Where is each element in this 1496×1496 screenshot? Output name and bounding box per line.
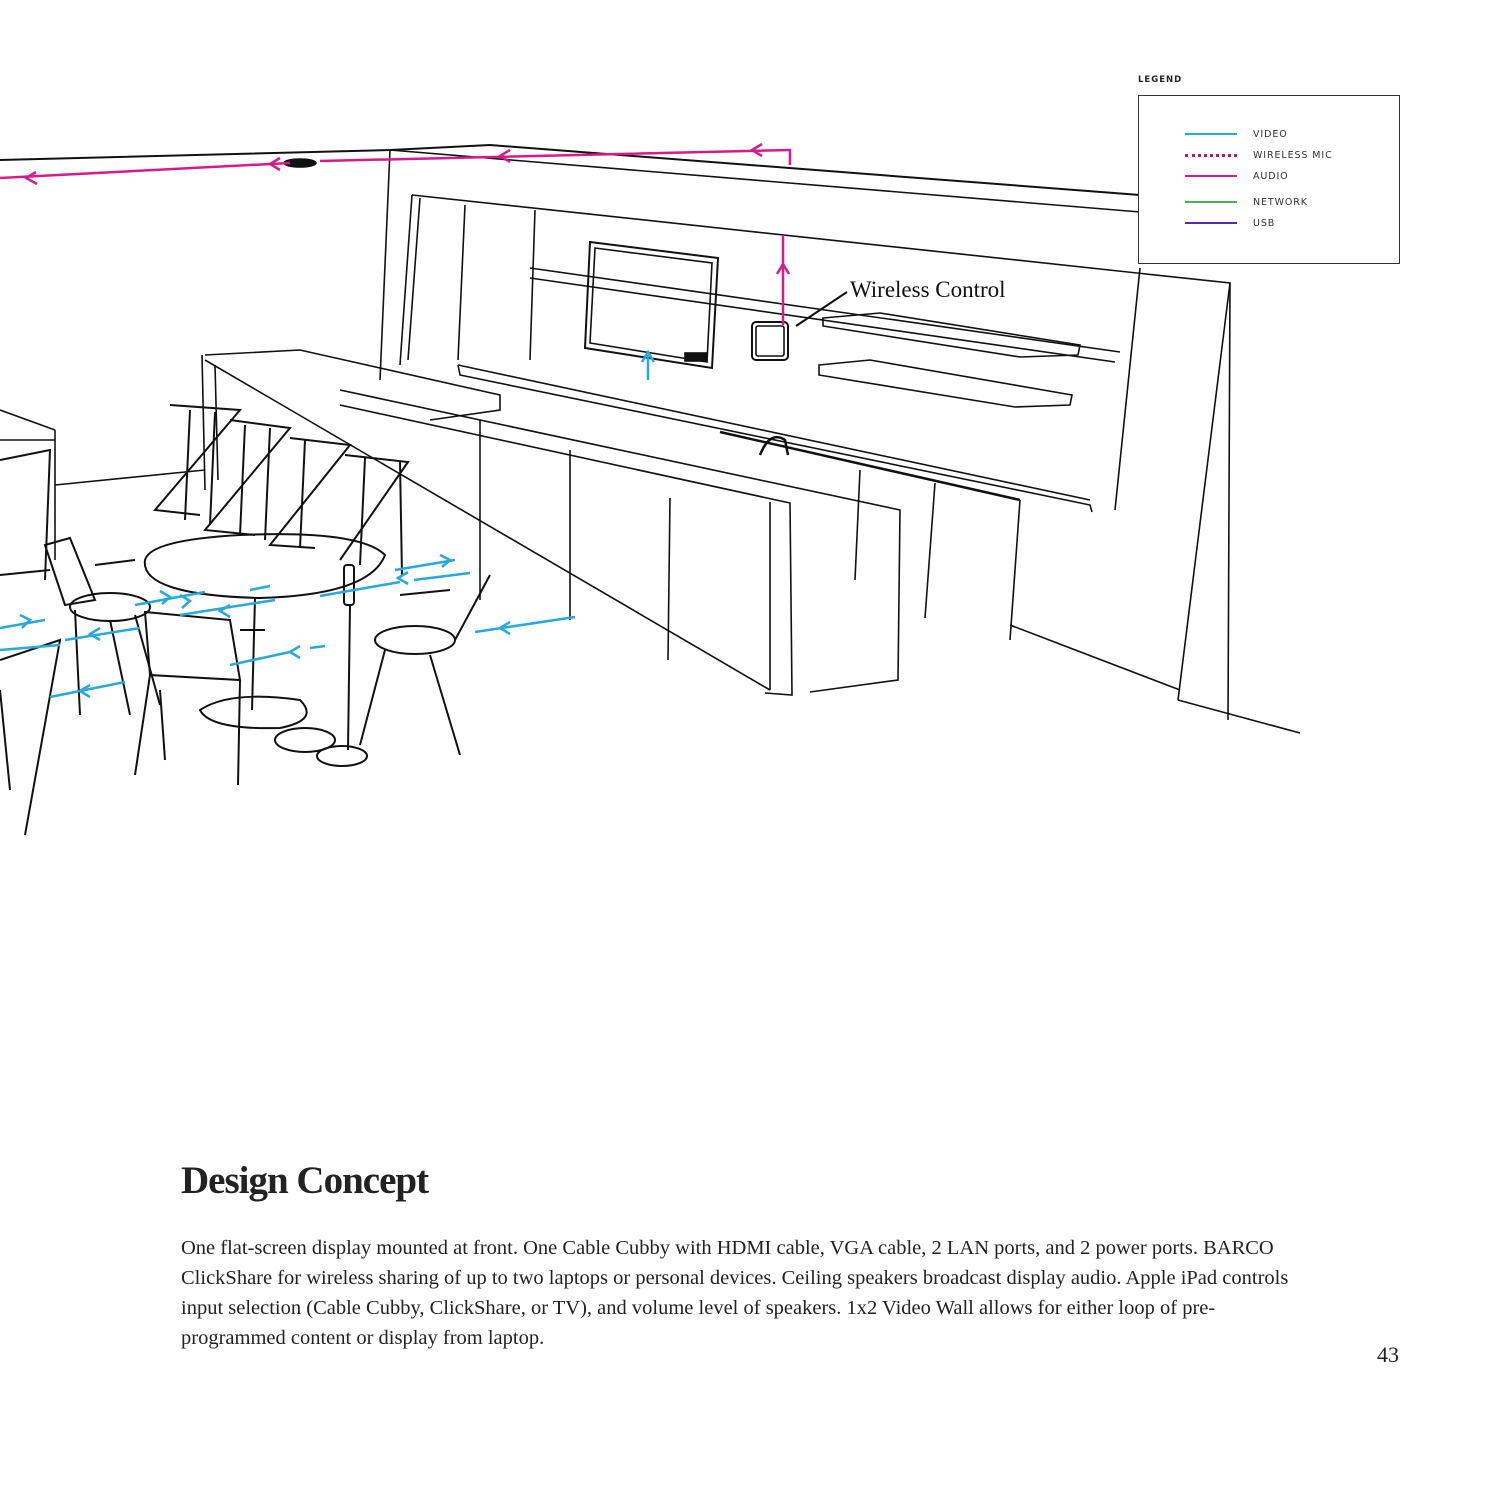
wireless-control-callout: Wireless Control bbox=[850, 277, 1006, 302]
faucet-icon bbox=[758, 435, 790, 456]
legend-item-audio: AUDIO bbox=[1185, 169, 1289, 183]
legend-item-network: NETWORK bbox=[1185, 195, 1308, 209]
legend-title: LEGEND bbox=[1138, 75, 1183, 85]
page-number: 43 bbox=[1377, 1342, 1399, 1367]
legend-item-video: VIDEO bbox=[1185, 127, 1288, 141]
chairs bbox=[0, 448, 491, 836]
flat-screen-display bbox=[583, 240, 720, 370]
legend: VIDEO WIRELESS MIC AUDIO NETWORK USB bbox=[1138, 95, 1400, 264]
wireless-mic-line-icon bbox=[1185, 153, 1237, 157]
video-cable-lines bbox=[0, 349, 656, 699]
video-line-icon bbox=[1185, 133, 1237, 135]
back-wall bbox=[399, 194, 1301, 734]
legend-item-wireless-mic: WIRELESS MIC bbox=[1185, 148, 1333, 162]
clickshare-base-icon bbox=[274, 727, 336, 753]
bar-stools bbox=[153, 404, 410, 576]
legend-item-usb: USB bbox=[1185, 216, 1275, 230]
audio-line-icon bbox=[1185, 175, 1237, 177]
ceiling-lines bbox=[0, 143, 1141, 381]
room-av-drawing bbox=[0, 142, 1301, 836]
ipad-wireless-control[interactable] bbox=[751, 291, 848, 361]
audio-cable-lines bbox=[0, 142, 792, 325]
kitchen-counter bbox=[201, 349, 1181, 696]
network-line-icon bbox=[1185, 201, 1237, 203]
shelves bbox=[818, 312, 1081, 408]
floor-lines bbox=[0, 409, 206, 560]
section-title: Design Concept bbox=[181, 1159, 429, 1202]
usb-line-icon bbox=[1185, 222, 1237, 224]
round-table bbox=[143, 533, 387, 767]
section-body: One flat-screen display mounted at front… bbox=[181, 1237, 1289, 1349]
